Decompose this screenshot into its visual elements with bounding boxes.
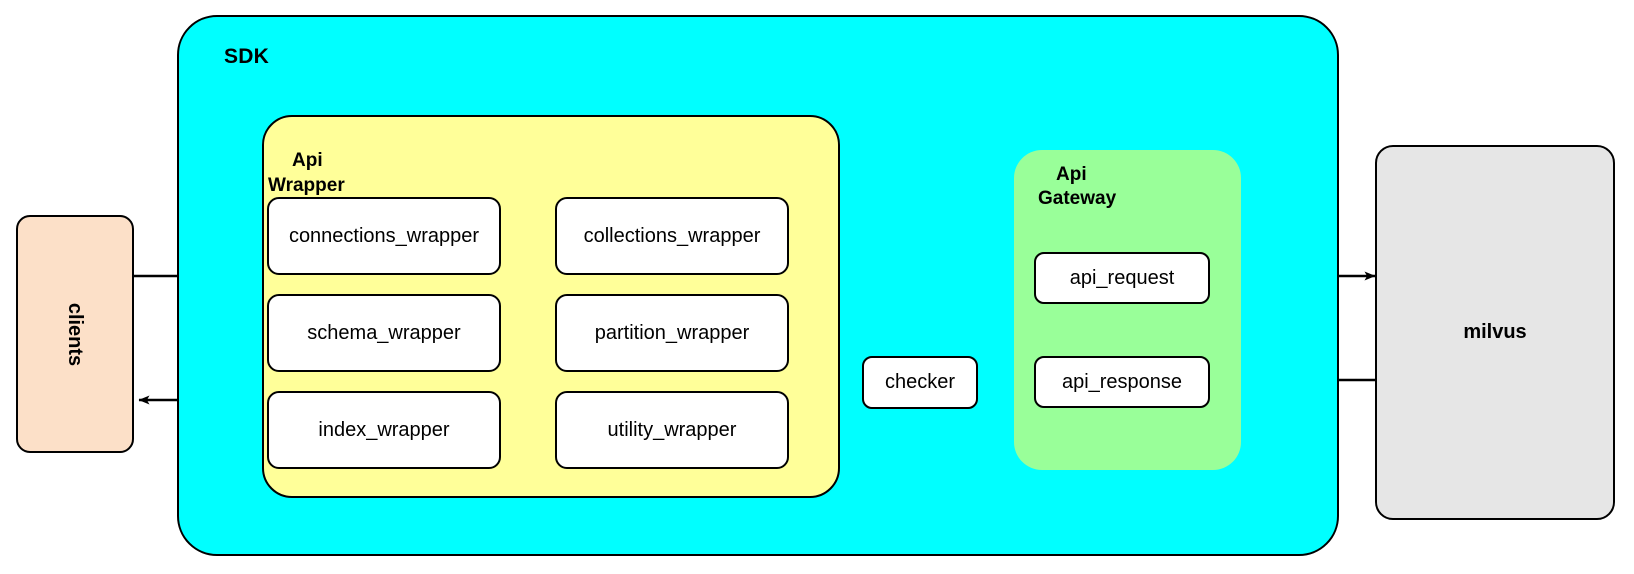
wrapper-box-schema[interactable]: schema_wrapper — [267, 294, 501, 372]
wrapper-box-label: collections_wrapper — [583, 224, 761, 247]
milvus-label: milvus — [1463, 321, 1527, 343]
wrapper-box-connections[interactable]: connections_wrapper — [267, 197, 501, 275]
clients-label: clients — [64, 302, 87, 366]
wrapper-box-collections[interactable]: collections_wrapper — [555, 197, 789, 275]
api-gateway-title-line2: Gateway — [1038, 188, 1117, 210]
gateway-box-label: api_request — [1069, 266, 1175, 289]
api-wrapper-title: Api Wrapper — [268, 125, 345, 222]
api-wrapper-title-line2: Wrapper — [268, 174, 345, 196]
sdk-title: SDK — [224, 45, 269, 68]
wrapper-box-partition[interactable]: partition_wrapper — [555, 294, 789, 372]
sdk-container[interactable]: SDK Api Wrapper connections_wrapper coll… — [177, 15, 1339, 556]
wrapper-box-label: partition_wrapper — [594, 321, 750, 344]
wrapper-box-label: schema_wrapper — [307, 321, 461, 344]
gateway-box-api-request[interactable]: api_request — [1034, 252, 1210, 304]
milvus-node[interactable]: milvus — [1375, 145, 1615, 520]
gateway-box-api-response[interactable]: api_response — [1034, 356, 1210, 408]
gateway-box-label: api_response — [1061, 370, 1183, 393]
wrapper-box-label: utility_wrapper — [607, 418, 737, 441]
wrapper-box-index[interactable]: index_wrapper — [267, 391, 501, 469]
wrapper-box-label: connections_wrapper — [288, 224, 480, 247]
api-gateway-container[interactable]: Api Gateway api_request api_response — [1014, 150, 1241, 470]
clients-node[interactable]: clients — [16, 215, 134, 453]
api-gateway-title: Api Gateway — [1038, 163, 1116, 212]
wrapper-box-label: index_wrapper — [318, 418, 450, 441]
api-gateway-title-line1: Api — [1056, 164, 1087, 185]
api-wrapper-title-line1: Api — [292, 150, 323, 172]
api-wrapper-container[interactable]: Api Wrapper connections_wrapper collecti… — [262, 115, 840, 498]
checker-label: checker — [884, 371, 956, 393]
checker-node[interactable]: checker — [862, 356, 978, 409]
wrapper-box-utility[interactable]: utility_wrapper — [555, 391, 789, 469]
